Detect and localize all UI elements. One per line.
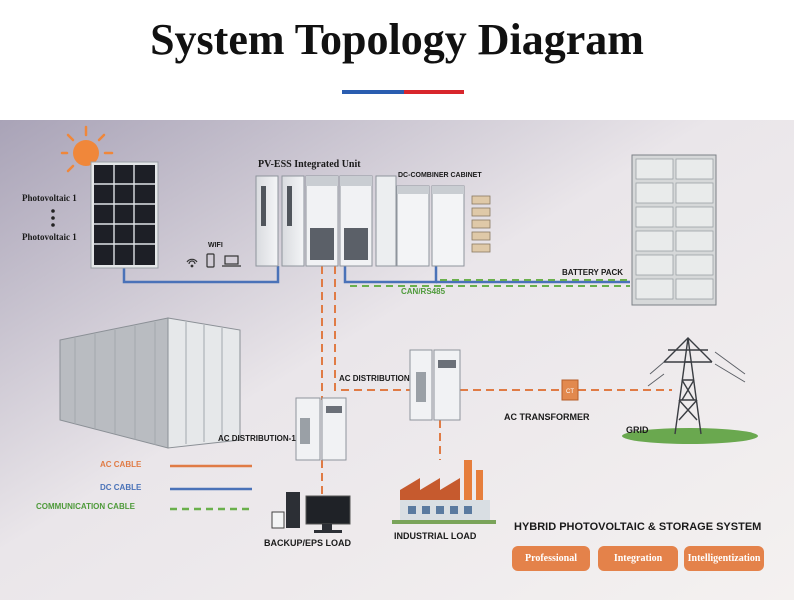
ac-cable-distribution: [334, 266, 412, 391]
ac-distribution-1-label: AC DISTRIBUTION-1: [218, 434, 296, 443]
ac-distribution-cabinet: [409, 349, 461, 421]
legend-comm-label: COMMUNICATION CABLE: [36, 502, 135, 511]
ct-label: CT: [566, 389, 574, 395]
legend-ac-label: AC CABLE: [100, 460, 142, 469]
pv-ess-unit: [255, 175, 397, 267]
dc-combiner-cabinet: [396, 185, 491, 267]
grid-label: GRID: [626, 425, 649, 435]
legend: [170, 464, 252, 511]
page-title: System Topology Diagram: [150, 15, 644, 64]
badge-integration: Integration: [598, 546, 678, 571]
industrial-load-label: INDUSTRIAL LOAD: [394, 531, 477, 541]
computer-load-icon: [271, 492, 351, 533]
ellipsis-dots: [51, 209, 55, 227]
ac-transformer-label: AC TRANSFORMER: [504, 412, 590, 422]
backup-load-label: BACKUP/EPS LOAD: [264, 538, 352, 548]
title-underline-blue: [342, 90, 404, 94]
wifi-devices-icon: [186, 253, 241, 268]
cables: [122, 266, 672, 494]
transmission-tower-icon: [622, 337, 758, 444]
battery-pack-label: BATTERY PACK: [562, 268, 624, 277]
badge-intelligentization: Intelligentization: [684, 546, 764, 571]
topology-diagram: CT: [0, 120, 794, 600]
ct-meter-icon: [561, 379, 579, 401]
photovoltaic-1-label: Photovoltaic 1: [22, 193, 77, 203]
system-name-label: HYBRID PHOTOVOLTAIC & STORAGE SYSTEM: [514, 521, 762, 533]
dc-cable-pv: [122, 266, 280, 284]
ac-distribution-1-cabinet: [295, 397, 347, 461]
solar-panel-icon: [90, 161, 159, 269]
dc-combiner-label: DC-COMBINER CABINET: [398, 172, 482, 179]
badge-professional: Professional: [512, 546, 590, 571]
sun-icon: [60, 125, 114, 173]
container-icon: [59, 317, 241, 449]
photovoltaic-n-label: Photovoltaic 1: [22, 232, 77, 242]
battery-pack: [631, 154, 717, 306]
factory-icon: [392, 460, 496, 524]
pv-ess-label: PV-ESS Integrated Unit: [258, 159, 361, 170]
dc-cable-combiner: [343, 266, 438, 284]
legend-dc-label: DC CABLE: [100, 483, 142, 492]
title-underline-red: [404, 90, 464, 94]
wifi-label: WIFI: [208, 242, 223, 249]
can-rs485-label: CAN/RS485: [401, 287, 446, 296]
ac-distribution-label: AC DISTRIBUTION: [339, 374, 410, 383]
